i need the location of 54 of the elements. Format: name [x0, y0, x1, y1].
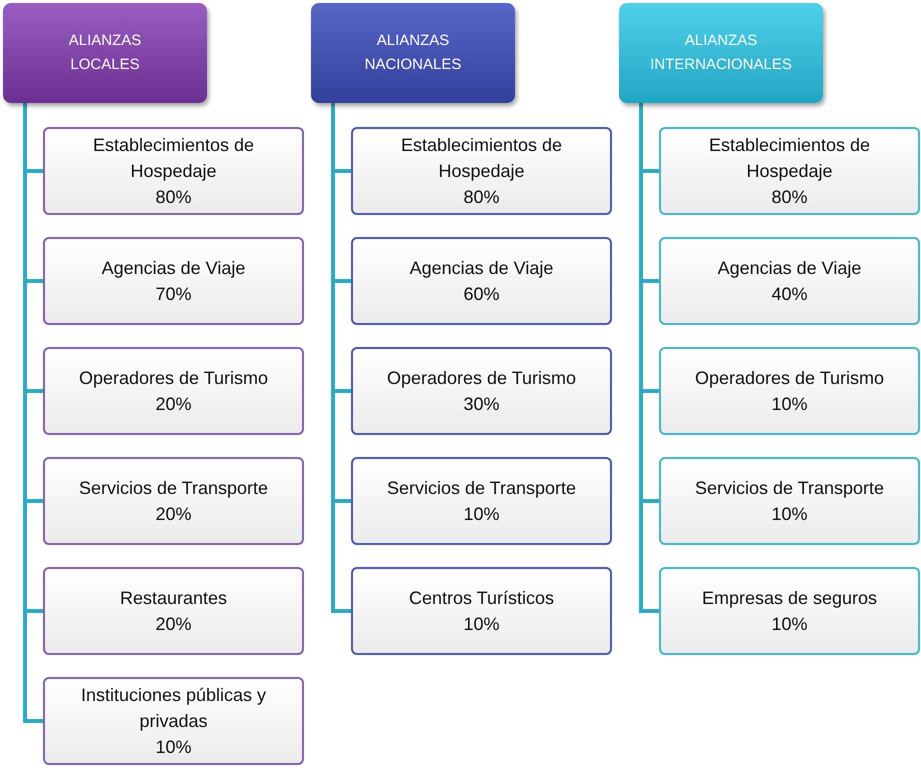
category-label: Operadores de Turismo [386, 367, 576, 390]
alliance-box [351, 567, 612, 655]
category-label: Restaurantes [120, 587, 228, 610]
header-text: ALIANZAS NACIONALES [364, 31, 462, 75]
category-header [619, 3, 823, 103]
category-label: Operadores de Turismo [694, 367, 884, 390]
category-label: Operadores de Turismo [78, 367, 268, 390]
percentage-label: 80% [771, 186, 808, 209]
percentage-label: 20% [155, 503, 192, 526]
alliance-box [43, 677, 304, 765]
category-label: Instituciones públicas y privadas [80, 684, 268, 733]
category-label: Establecimientos de Hospedaje [708, 134, 872, 183]
alliance-box [43, 127, 304, 215]
percentage-label: 10% [771, 393, 808, 416]
alliance-box [43, 567, 304, 655]
category-label: Agencias de Viaje [410, 257, 554, 280]
alliance-box [659, 567, 920, 655]
header-text: ALIANZAS INTERNACIONALES [649, 31, 793, 75]
category-label: Agencias de Viaje [102, 257, 246, 280]
percentage-label: 10% [463, 503, 500, 526]
percentage-label: 30% [463, 393, 500, 416]
category-label: Empresas de seguros [702, 587, 878, 610]
category-label: Servicios de Transporte [694, 477, 884, 500]
percentage-label: 40% [771, 283, 808, 306]
alliance-box [351, 457, 612, 545]
percentage-label: 10% [155, 736, 192, 759]
percentage-label: 20% [155, 613, 192, 636]
percentage-label: 80% [155, 186, 192, 209]
percentage-label: 10% [771, 503, 808, 526]
alliance-box [351, 237, 612, 325]
alliance-box [659, 347, 920, 435]
category-label: Centros Turísticos [408, 587, 554, 610]
alliance-box [659, 457, 920, 545]
percentage-label: 10% [463, 613, 500, 636]
percentage-label: 10% [771, 613, 808, 636]
alliance-box [43, 237, 304, 325]
alliance-box [659, 127, 920, 215]
alliance-box [659, 237, 920, 325]
alliance-box [43, 457, 304, 545]
category-label: Servicios de Transporte [386, 477, 576, 500]
percentage-label: 80% [463, 186, 500, 209]
category-label: Agencias de Viaje [718, 257, 862, 280]
alliance-box [43, 347, 304, 435]
alliance-box [351, 347, 612, 435]
percentage-label: 20% [155, 393, 192, 416]
header-text: ALIANZAS LOCALES [68, 31, 142, 75]
category-label: Establecimientos de Hospedaje [400, 134, 564, 183]
percentage-label: 60% [463, 283, 500, 306]
category-header [3, 3, 207, 103]
category-label: Establecimientos de Hospedaje [92, 134, 256, 183]
percentage-label: 70% [155, 283, 192, 306]
category-label: Servicios de Transporte [78, 477, 268, 500]
category-header [311, 3, 515, 103]
alliance-box [351, 127, 612, 215]
